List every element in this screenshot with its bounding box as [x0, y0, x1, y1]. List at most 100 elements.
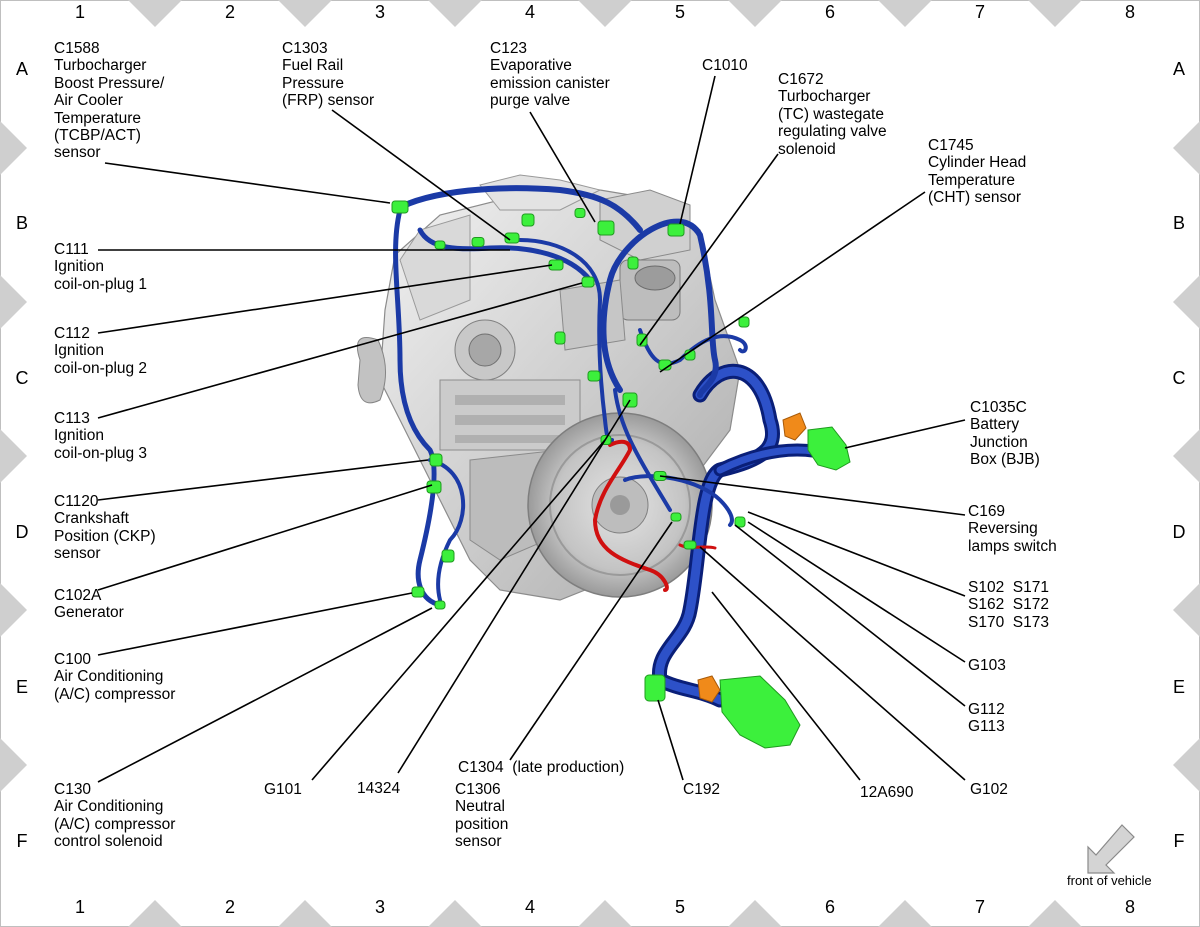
label-splices: S102 S171 S162 S172 S170 S173 — [968, 579, 1050, 631]
label-g112-g113: G112 G113 — [968, 701, 1005, 736]
top-column-label-4: 4 — [524, 2, 535, 22]
left-row-label-C: C — [15, 368, 29, 388]
label-c100: C100 Air Conditioning (A/C) compressor — [54, 651, 176, 703]
bottom-edge-marker — [428, 900, 482, 927]
label-c1120: C1120 Crankshaft Position (CKP) sensor — [54, 493, 156, 563]
bottom-edge-marker — [578, 900, 632, 927]
leader-12a690 — [711, 591, 861, 781]
label-g102: G102 — [970, 781, 1008, 798]
label-c1010: C1010 — [702, 57, 748, 74]
connector-plug — [434, 240, 446, 250]
right-row-label-C: C — [1172, 368, 1186, 388]
label-c169: C169 Reversing lamps switch — [968, 503, 1057, 555]
top-edge-marker — [128, 0, 182, 27]
top-column-label-2: 2 — [224, 2, 235, 22]
leader-c1120 — [97, 459, 429, 501]
top-column-label-7: 7 — [974, 2, 985, 22]
bottom-column-label-3: 3 — [374, 897, 385, 917]
right-edge-marker — [1173, 738, 1200, 792]
bottom-edge-marker — [728, 900, 782, 927]
leader-lines — [97, 75, 966, 783]
engine-block — [356, 174, 741, 601]
leader-c1672 — [639, 153, 779, 346]
connector-plug — [441, 549, 455, 563]
connector-plug — [434, 600, 446, 610]
right-edge-marker — [1173, 583, 1200, 637]
label-c1745: C1745 Cylinder Head Temperature (CHT) se… — [928, 137, 1027, 207]
bottom-column-label-1: 1 — [74, 897, 85, 917]
left-edge-marker — [0, 583, 27, 637]
connector-plug — [426, 480, 442, 494]
leader-c1588 — [104, 162, 391, 204]
label-c113: C113 Ignition coil-on-plug 3 — [54, 410, 148, 462]
right-row-label-E: E — [1172, 677, 1185, 697]
top-edge-marker — [1028, 0, 1082, 27]
leader-c100 — [97, 592, 413, 656]
bottom-column-label-7: 7 — [974, 897, 985, 917]
leader-c1304 — [509, 521, 673, 761]
leader-g102 — [699, 546, 966, 781]
leader-c1745 — [659, 191, 926, 373]
leader-c169 — [659, 475, 966, 516]
left-row-label-A: A — [15, 59, 28, 79]
connector-plug — [391, 200, 409, 214]
battery-junction-box-connector — [807, 426, 851, 471]
label-g103: G103 — [968, 657, 1006, 674]
right-edge-marker — [1173, 275, 1200, 329]
leader-splices — [747, 511, 966, 597]
label-c1672: C1672 Turbocharger (TC) wastegate regula… — [778, 71, 887, 158]
label-c111: C111 Ignition coil-on-plug 1 — [54, 241, 148, 293]
label-14324: 14324 — [357, 780, 401, 797]
connector-plug — [554, 331, 566, 345]
right-row-label-D: D — [1172, 522, 1186, 542]
connector-plug — [734, 516, 746, 528]
left-row-label-E: E — [15, 677, 28, 697]
bottom-column-label-8: 8 — [1124, 897, 1135, 917]
leader-g101 — [311, 439, 606, 781]
right-edge-marker — [1173, 429, 1200, 483]
bottom-edge-marker — [278, 900, 332, 927]
label-c1035c: C1035C Battery Junction Box (BJB) — [970, 399, 1040, 469]
right-edge-marker — [1173, 121, 1200, 175]
connectors — [391, 200, 851, 749]
left-edge-marker — [0, 429, 27, 483]
leader-c192 — [657, 699, 684, 781]
c192-connector — [644, 674, 666, 702]
connector-plug — [581, 276, 595, 288]
leader-c130 — [97, 607, 433, 783]
left-edge-marker — [0, 738, 27, 792]
leader-c102a — [97, 484, 433, 591]
left-row-label-F: F — [16, 831, 28, 851]
label-c102a: C102A Generator — [54, 587, 124, 622]
label-c1588: C1588 Turbocharger Boost Pressure/ Air C… — [54, 40, 165, 162]
bottom-column-label-4: 4 — [524, 897, 535, 917]
connector-plug — [683, 540, 697, 550]
connector-plug — [670, 512, 682, 522]
leader-c112 — [97, 264, 553, 334]
top-edge-marker — [428, 0, 482, 27]
connector-plug — [636, 333, 648, 347]
label-c1303: C1303 Fuel Rail Pressure (FRP) sensor — [282, 40, 375, 110]
label-c1304: C1304 (late production) — [458, 759, 625, 776]
connector-plug — [521, 213, 535, 227]
top-column-label-6: 6 — [824, 2, 835, 22]
leader-c113 — [97, 282, 583, 419]
leader-c1035c — [844, 419, 966, 449]
bottom-column-label-5: 5 — [674, 897, 685, 917]
connector-plug — [627, 256, 639, 270]
connector-plug — [667, 223, 685, 237]
label-c192: C192 — [683, 781, 721, 798]
top-edge-marker — [878, 0, 932, 27]
top-column-label-8: 8 — [1124, 2, 1135, 22]
label-c1306: C1306 Neutral position sensor — [455, 781, 509, 851]
front-of-vehicle-arrow-icon — [1087, 824, 1135, 874]
leader-c123 — [529, 111, 596, 223]
connector-plug — [587, 370, 601, 382]
orange-fittings — [697, 412, 807, 703]
connector-plug — [429, 453, 443, 467]
connector-plug — [471, 237, 485, 247]
top-column-label-3: 3 — [374, 2, 385, 22]
